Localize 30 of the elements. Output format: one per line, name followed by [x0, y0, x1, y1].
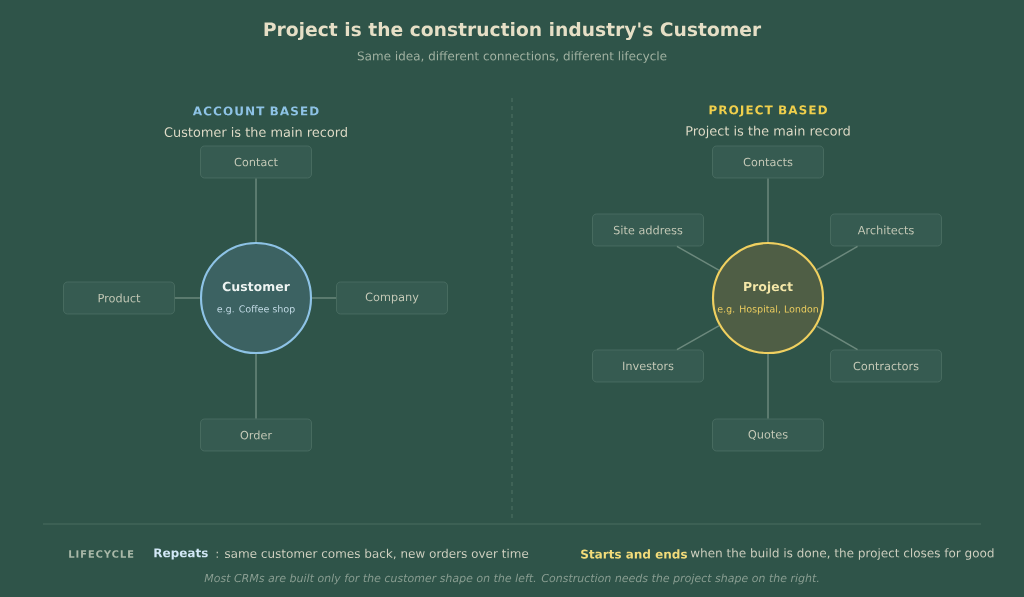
entity-box: Architects — [830, 213, 942, 247]
lifecycle-text: when the build is done, the project closes for good — [690, 548, 994, 560]
entity-box: Product — [63, 281, 175, 315]
entity-box: Order — [200, 418, 312, 452]
connector-line — [676, 324, 720, 351]
connector-line — [174, 297, 201, 299]
section-heading: ACCOUNT BASED — [192, 106, 319, 116]
connector-line — [767, 177, 769, 243]
connector-line — [255, 353, 257, 420]
title: Project is the construction industry's Customer — [264, 21, 762, 41]
connector-line — [815, 325, 859, 351]
entity-box: Contractors — [830, 349, 942, 383]
lifecycle-term: Repeats — [154, 548, 208, 560]
connector-line — [311, 297, 337, 299]
section-heading: PROJECT BASED — [709, 105, 827, 117]
lifecycle-text: : same customer comes back, new orders over time — [216, 548, 529, 560]
entity-box: Company — [336, 281, 448, 315]
subtitle: Same idea, different connections, different lifecycle — [357, 51, 667, 63]
entity-box: Contact — [200, 145, 312, 179]
connector-line — [767, 353, 769, 420]
row-label: LIFECYCLE — [69, 550, 134, 558]
entity-box: Contacts — [712, 145, 824, 179]
connector-line — [255, 177, 257, 243]
entity-box: Site address — [592, 213, 704, 247]
connector-line — [676, 245, 720, 272]
footnote: Most CRMs are built only for the customer shape on the left. Construction needs the project shape on the right. — [204, 573, 819, 585]
lifecycle-term: Starts and ends — [581, 549, 687, 559]
connector-line — [815, 245, 859, 271]
entity-box: Quotes — [712, 418, 824, 452]
entity-box: Investors — [592, 349, 704, 383]
